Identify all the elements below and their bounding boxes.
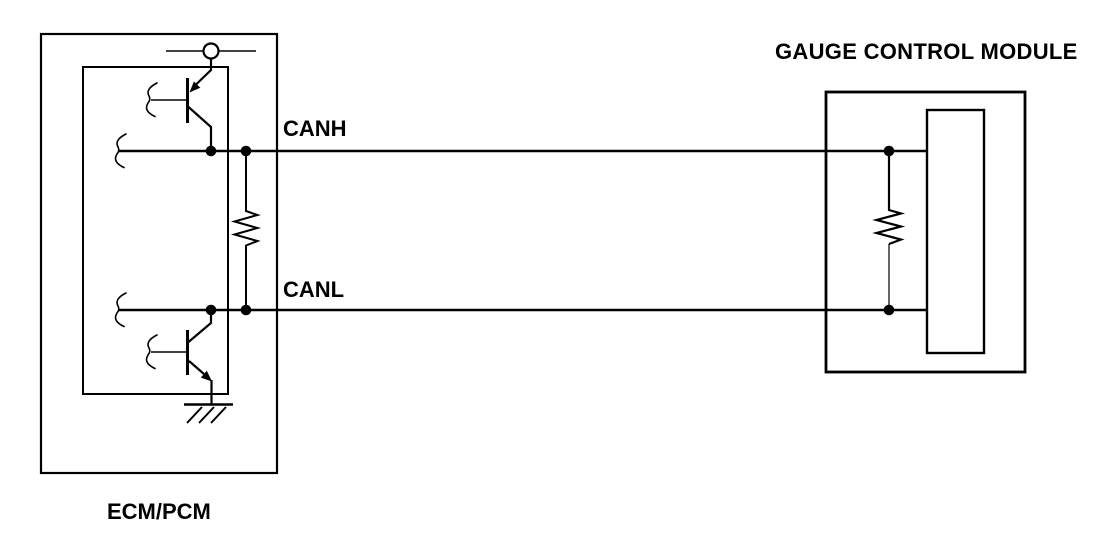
wire-break-icon [114, 133, 127, 169]
wire-break-icon [145, 82, 158, 118]
canl-driver-transistor-icon [151, 310, 213, 404]
gauge-connector-box [925, 108, 986, 355]
ground-icon [184, 403, 233, 424]
gauge-termination-resistor-icon [872, 151, 906, 310]
junction-dot [205, 304, 217, 316]
canh-wire-label: CANH [283, 116, 347, 141]
ecm-module-label: ECM/PCM [107, 499, 211, 524]
wire-break-icon [145, 334, 158, 370]
junction-dot [205, 145, 217, 157]
junction-dot [240, 304, 252, 316]
ecm-transceiver-box [82, 66, 229, 395]
power-supply-icon [166, 42, 256, 60]
ecm-termination-resistor-icon [230, 151, 262, 310]
wire-break-icon [114, 292, 127, 328]
canh-driver-transistor-icon [151, 58, 213, 151]
gauge-module-box [824, 90, 1027, 374]
junction-dot [240, 145, 252, 157]
ecm-module-box [39, 32, 279, 475]
gauge-module-label: GAUGE CONTROL MODULE [775, 39, 1078, 64]
canl-wire-label: CANL [283, 277, 345, 302]
